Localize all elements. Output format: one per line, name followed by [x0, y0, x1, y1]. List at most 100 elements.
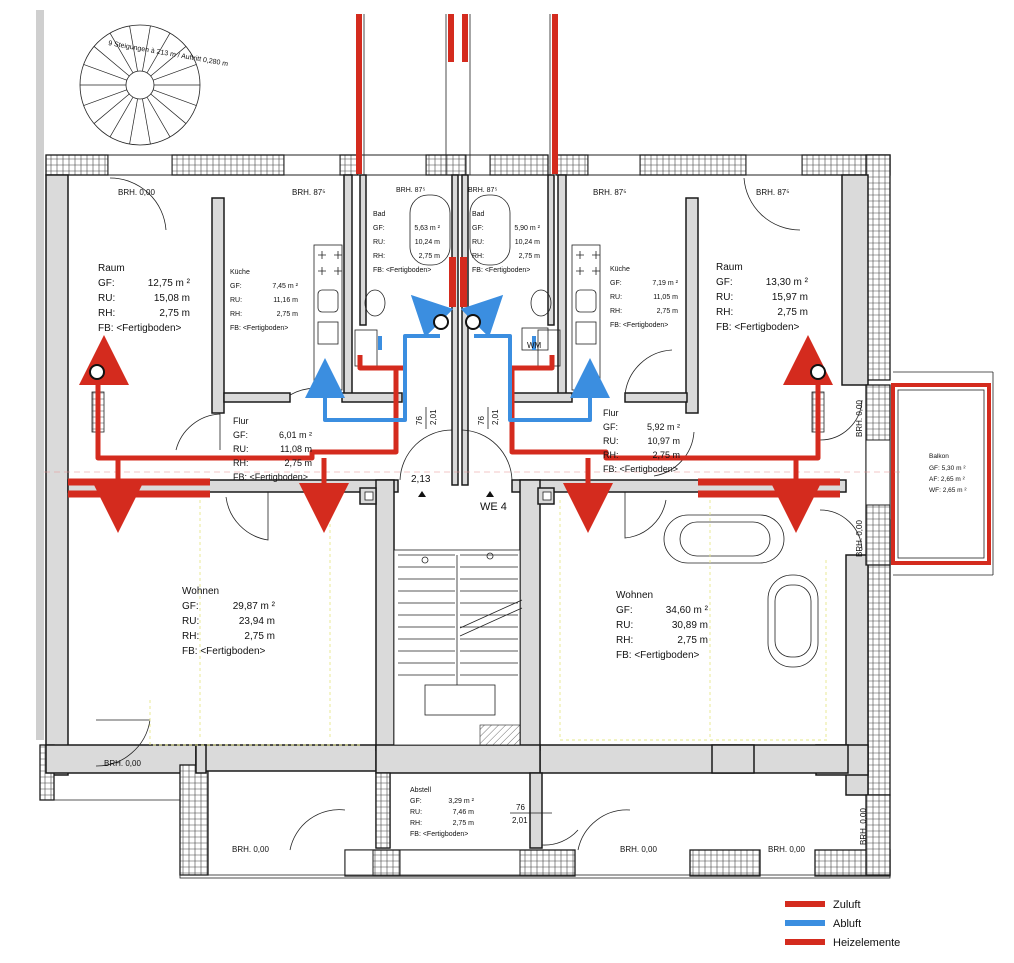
field-key-gf: GF:	[616, 605, 633, 616]
room-name: Balkon	[929, 453, 949, 460]
field-value-rh: 2,75 m	[419, 253, 441, 260]
floor-heating-grid	[149, 500, 830, 746]
dim-bottom: 2,01	[491, 409, 500, 425]
field-value-ru: 11,05 m	[653, 294, 678, 301]
field-value-ru: 11,16 m	[273, 297, 298, 304]
stair-height-label: 2,13	[411, 474, 431, 485]
field-value-ru: 15,08 m	[154, 293, 190, 304]
brh-label: BRH. 0,00	[768, 845, 805, 854]
left-boundary-band	[36, 10, 44, 740]
brh-label: BRH. 87⁵	[292, 188, 326, 197]
brh-label: BRH. 87⁵	[756, 188, 790, 197]
field-key-rh: RH:	[182, 631, 199, 642]
brh-label: BRH. 0,00	[855, 520, 864, 557]
field-value-gf: 5,63 m ²	[414, 225, 440, 232]
field-key-rh: RH:	[610, 308, 622, 315]
field-key-gf: GF:	[373, 225, 385, 232]
field-key-rh: RH:	[230, 311, 242, 318]
door-dimension-left: 76 2,01	[415, 407, 438, 429]
wm-label: WM	[527, 341, 542, 350]
field-fb: FB: <Fertigboden>	[616, 650, 700, 661]
field-key-rh: RH:	[410, 820, 422, 827]
room-name: Bad	[373, 211, 386, 218]
field-value-gf: 6,01 m ²	[279, 430, 312, 440]
field-value-gf: 5,92 m ²	[647, 422, 680, 432]
unit-label: WE 4	[480, 501, 507, 513]
room-name: Küche	[610, 266, 630, 273]
field-key-rh: RH:	[616, 635, 633, 646]
field-key-ru: RU:	[230, 297, 242, 304]
interior-walls	[67, 174, 847, 849]
field-value-gf: 13,30 m ²	[766, 277, 809, 288]
field-value-rh: 2,75 m	[652, 450, 680, 460]
field-value-rh: 2,75 m	[244, 631, 275, 642]
field-key-gf: GF:	[472, 225, 484, 232]
dim-bottom: 2,01	[429, 409, 438, 425]
room-name: Küche	[230, 269, 250, 276]
legend-label: Zuluft	[833, 899, 861, 911]
field-key-ru: RU:	[410, 809, 422, 816]
field-value-ru: 10,97 m	[647, 436, 680, 446]
field-value-rh: 2,75 m	[453, 820, 475, 827]
field-value-gf: 7,45 m ²	[272, 283, 298, 290]
room-name: Raum	[716, 262, 743, 273]
balkon-field: WF: 2,65 m ²	[929, 487, 967, 494]
kitchen-fixtures	[313, 244, 601, 391]
room-name: Flur	[233, 416, 249, 426]
field-value-gf: 34,60 m ²	[666, 605, 709, 616]
legend-swatch	[785, 939, 825, 945]
field-fb: FB: <Fertigboden>	[603, 464, 678, 474]
field-key-rh: RH:	[373, 253, 385, 260]
staircase	[393, 549, 523, 746]
field-value-ru: 30,89 m	[672, 620, 708, 631]
field-key-ru: RU:	[603, 436, 619, 446]
field-value-gf: 5,90 m ²	[514, 225, 540, 232]
room-name: Bad	[472, 211, 485, 218]
field-key-ru: RU:	[716, 292, 733, 303]
dim-top: 76	[477, 416, 486, 425]
field-fb: FB: <Fertigboden>	[610, 322, 668, 329]
field-fb: FB: <Fertigboden>	[98, 323, 182, 334]
dim-top: 76	[516, 803, 525, 812]
room-name: Wohnen	[182, 586, 219, 597]
field-value-ru: 10,24 m	[515, 239, 540, 246]
spiral-stair-symbol: 9 Steigungen à 213 m / Auftritt 0,280 m	[79, 24, 229, 146]
brh-label: BRH. 87⁵	[396, 187, 425, 194]
field-key-rh: RH:	[603, 450, 619, 460]
field-value-rh: 2,75 m	[519, 253, 541, 260]
field-value-rh: 2,75 m	[159, 308, 190, 319]
stair-note: 9 Steigungen à 213 m / Auftritt 0,280 m	[108, 40, 229, 68]
field-value-rh: 2,75 m	[677, 635, 708, 646]
legend-label: Heizelemente	[833, 937, 900, 949]
brh-label: BRH. 87⁵	[593, 188, 627, 197]
field-fb: FB: <Fertigboden>	[182, 646, 266, 657]
field-value-rh: 2,75 m	[777, 307, 808, 318]
balcony	[891, 371, 994, 576]
field-key-ru: RU:	[472, 239, 484, 246]
field-fb: FB: <Fertigboden>	[373, 267, 431, 274]
exhaust-air-ducts	[305, 294, 610, 422]
field-value-ru: 10,24 m	[415, 239, 440, 246]
room-name: Wohnen	[616, 590, 653, 601]
valve-icon	[810, 364, 826, 380]
room-name: Flur	[603, 408, 619, 418]
brh-label: BRH. 0,00	[859, 808, 868, 845]
air-valves	[89, 314, 826, 380]
valve-icon	[433, 314, 449, 330]
field-key-rh: RH:	[98, 308, 115, 319]
field-value-gf: 12,75 m ²	[148, 278, 191, 289]
field-fb: FB: <Fertigboden>	[230, 325, 288, 332]
field-key-ru: RU:	[616, 620, 633, 631]
room-name: Raum	[98, 263, 125, 274]
field-value-ru: 23,94 m	[239, 616, 275, 627]
field-value-gf: 3,29 m ²	[448, 798, 474, 805]
